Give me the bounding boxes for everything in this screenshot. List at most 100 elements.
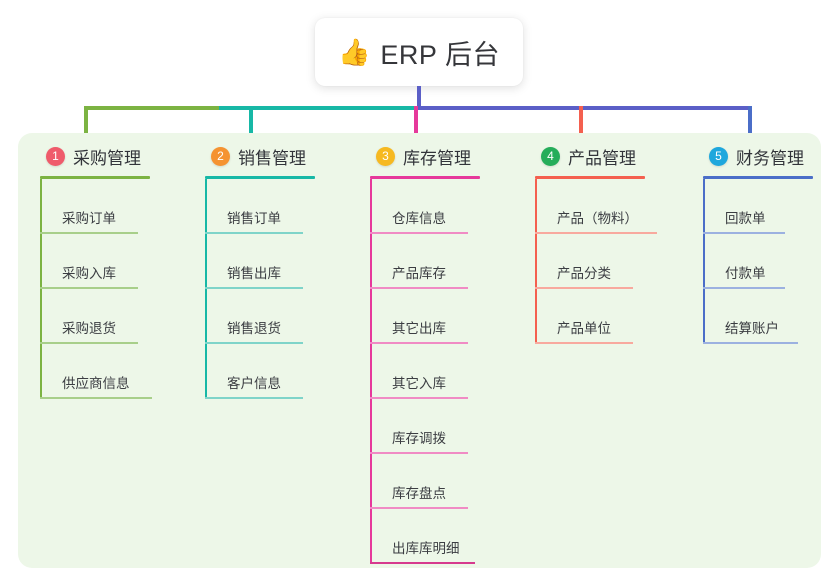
list-item[interactable]: 库存盘点 [370,454,520,509]
leaf-list-product: 产品（物料） 产品分类 产品单位 [535,179,695,344]
leaf-rule [370,507,468,509]
drop-inventory [414,106,418,146]
leaf-rule [40,342,138,344]
badge-2: 2 [211,146,230,166]
drop-product [579,106,583,146]
list-item[interactable]: 供应商信息 [40,344,190,399]
branch-finance: 5 财务管理 回款单 付款单 结算账户 [703,143,839,344]
drop-sales [249,106,253,146]
list-item[interactable]: 采购入库 [40,234,190,289]
list-item[interactable]: 回款单 [703,179,839,234]
leaf-rule [205,287,303,289]
leaf-rule [535,232,657,234]
leaf-rule [535,287,633,289]
leaf-rule [703,232,785,234]
leaf-list-finance: 回款单 付款单 结算账户 [703,179,839,344]
list-item[interactable]: 销售出库 [205,234,355,289]
leaf-label: 其它入库 [392,376,446,391]
leaf-label: 销售订单 [227,211,281,226]
leaf-label: 库存调拨 [392,431,446,446]
list-item[interactable]: 产品库存 [370,234,520,289]
bus-segment-teal [219,106,419,110]
branch-product: 4 产品管理 产品（物料） 产品分类 产品单位 [535,143,695,344]
leaf-rule [370,452,468,454]
leaf-rule [370,342,468,344]
leaf-rule [40,397,152,399]
leaf-rule [535,342,633,344]
list-item[interactable]: 库存调拨 [370,399,520,454]
branch-title-purchasing: 采购管理 [73,148,141,168]
list-item[interactable]: 销售订单 [205,179,355,234]
leaf-label: 其它出库 [392,321,446,336]
leaf-rule [370,287,468,289]
leaf-label: 客户信息 [227,376,281,391]
leaf-label: 付款单 [725,266,766,281]
badge-5: 5 [709,146,728,166]
leaf-rule [205,232,303,234]
list-item[interactable]: 其它入库 [370,344,520,399]
leaf-rule [703,287,785,289]
leaf-label: 采购退货 [62,321,116,336]
bus-segment-green [84,106,221,110]
leaf-label: 库存盘点 [392,486,446,501]
drop-purchasing [84,106,88,146]
leaf-rule [703,342,798,344]
branch-header-product[interactable]: 4 产品管理 [535,143,695,169]
leaf-spine-purchasing [40,179,42,399]
list-item[interactable]: 产品（物料） [535,179,695,234]
leaf-label: 供应商信息 [62,376,130,391]
list-item[interactable]: 产品分类 [535,234,695,289]
drop-finance [748,106,752,146]
leaf-rule [205,342,303,344]
list-item[interactable]: 采购退货 [40,289,190,344]
leaf-label: 产品库存 [392,266,446,281]
leaf-label: 销售出库 [227,266,281,281]
branch-header-purchasing[interactable]: 1 采购管理 [40,143,190,169]
list-item[interactable]: 其它出库 [370,289,520,344]
branch-title-inventory: 库存管理 [403,148,471,168]
leaf-spine-product [535,179,537,344]
leaf-label: 产品单位 [557,321,611,336]
list-item[interactable]: 销售退货 [205,289,355,344]
leaf-label: 结算账户 [725,321,779,336]
branch-title-product: 产品管理 [568,148,636,168]
leaf-list-purchasing: 采购订单 采购入库 采购退货 供应商信息 [40,179,190,399]
bus-segment-indigo [415,106,752,110]
leaf-rule [370,397,468,399]
leaf-rule [205,397,303,399]
leaf-rule [40,287,138,289]
badge-3: 3 [376,146,395,166]
branch-rule-purchasing [40,176,150,179]
branch-inventory: 3 库存管理 仓库信息 产品库存 其它出库 其它入库 库存调拨 [370,143,520,564]
leaf-label: 产品分类 [557,266,611,281]
branch-header-finance[interactable]: 5 财务管理 [703,143,839,169]
list-item[interactable]: 结算账户 [703,289,839,344]
badge-1: 1 [46,146,65,166]
branch-purchasing: 1 采购管理 采购订单 采购入库 采购退货 供应商信息 [40,143,190,399]
branch-rule-product [535,176,645,179]
list-item[interactable]: 产品单位 [535,289,695,344]
root-node-card[interactable]: 👍 ERP 后台 [315,18,523,86]
page-title: ERP 后台 [380,39,500,70]
branch-rule-inventory [370,176,480,179]
branch-title-finance: 财务管理 [736,148,804,168]
leaf-spine-sales [205,179,207,399]
branch-header-sales[interactable]: 2 销售管理 [205,143,355,169]
branch-rule-sales [205,176,315,179]
branch-header-inventory[interactable]: 3 库存管理 [370,143,520,169]
list-item[interactable]: 出库库明细 [370,509,520,564]
leaf-list-inventory: 仓库信息 产品库存 其它出库 其它入库 库存调拨 库存盘点 [370,179,520,564]
leaf-rule [370,562,475,564]
list-item[interactable]: 仓库信息 [370,179,520,234]
list-item[interactable]: 客户信息 [205,344,355,399]
list-item[interactable]: 付款单 [703,234,839,289]
leaf-list-sales: 销售订单 销售出库 销售退货 客户信息 [205,179,355,399]
leaf-rule [40,232,138,234]
leaf-rule [370,232,468,234]
leaf-label: 出库库明细 [392,541,460,556]
branch-title-sales: 销售管理 [238,148,306,168]
list-item[interactable]: 采购订单 [40,179,190,234]
leaf-label: 仓库信息 [392,211,446,226]
badge-4: 4 [541,146,560,166]
